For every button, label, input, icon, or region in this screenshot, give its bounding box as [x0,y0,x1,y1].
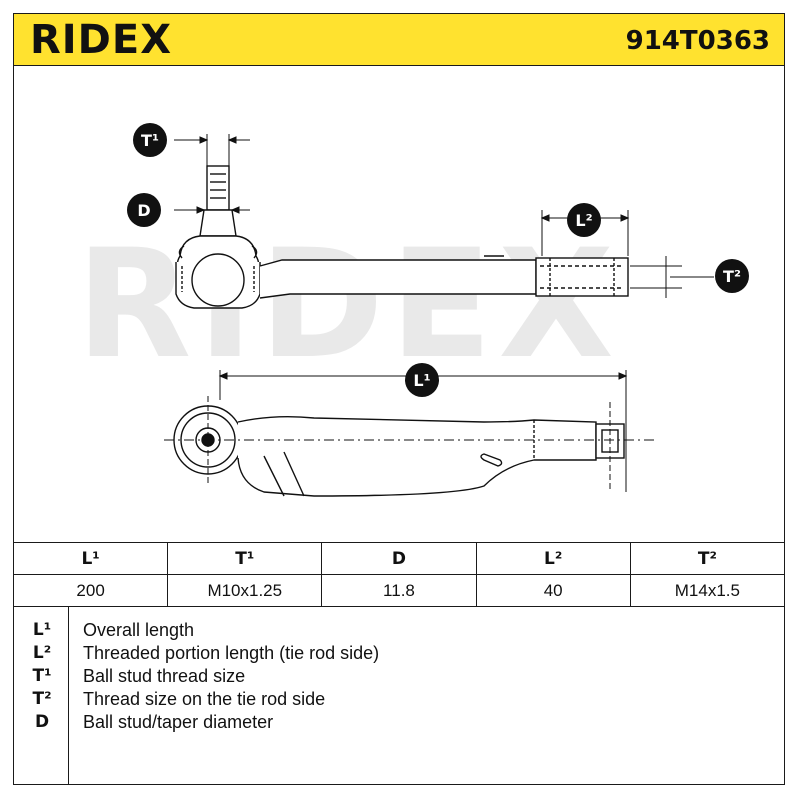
tie-rod-end-side-view [173,405,625,497]
tie-rod-end-top-view [175,165,629,309]
value-d: 11.8 [321,574,477,607]
badge-t2-label: T² [723,267,741,286]
badge-l1-label: L¹ [413,371,430,390]
legend-item: T¹ Ball stud thread size [13,665,773,687]
legend-symbol: T¹ [32,666,52,686]
legend-item: T² Thread size on the tie rod side [13,688,773,710]
value-l2: 40 [475,574,631,607]
value-t2: M14x1.5 [629,574,786,607]
specs-table: L¹ T¹ D L² T² 200 M10x1.25 11.8 40 M14x1… [12,542,786,607]
specs-value-row: 200 M10x1.25 11.8 40 M14x1.5 [12,574,786,607]
legend-text: Thread size on the tie rod side [83,689,326,709]
legend-symbol: T² [32,689,52,709]
legend-item: L¹ Overall length [13,619,773,641]
legend-symbol: D [34,712,50,732]
legend-item: D Ball stud/taper diameter [13,711,773,733]
legend-text: Threaded portion length (tie rod side) [83,643,380,663]
value-t1: M10x1.25 [167,574,323,607]
badge-l1: L¹ [405,363,439,397]
badge-t1: T¹ [133,123,167,157]
col-header-l2: L² [475,542,631,575]
brand-logo: RIDEX [30,17,173,63]
badge-l2-label: L² [575,211,592,230]
col-header-d: D [321,542,477,575]
badge-t1-label: T¹ [141,131,159,150]
legend: L¹ Overall length L² Threaded portion le… [13,606,785,785]
header-bar: RIDEX 914T0363 [13,13,785,66]
specs-header-row: L¹ T¹ D L² T² [12,542,786,575]
legend-item: L² Threaded portion length (tie rod side… [13,642,773,664]
part-number: 914T0363 [625,26,770,56]
value-l1: 200 [12,574,169,607]
badge-d: D [127,193,161,227]
legend-text: Overall length [83,620,195,640]
badge-l2: L² [567,203,601,237]
watermark: RIDEX [76,218,620,392]
col-header-t2: T² [629,542,786,575]
legend-symbol: L² [32,643,52,663]
legend-divider [68,606,69,785]
badge-t2: T² [715,259,749,293]
legend-symbol: L¹ [32,620,52,640]
technical-drawing: RIDEX [76,123,749,497]
col-header-t1: T¹ [167,542,323,575]
badge-d-label: D [137,201,150,220]
legend-text: Ball stud thread size [83,666,246,686]
legend-text: Ball stud/taper diameter [83,712,274,732]
col-header-l1: L¹ [12,542,169,575]
